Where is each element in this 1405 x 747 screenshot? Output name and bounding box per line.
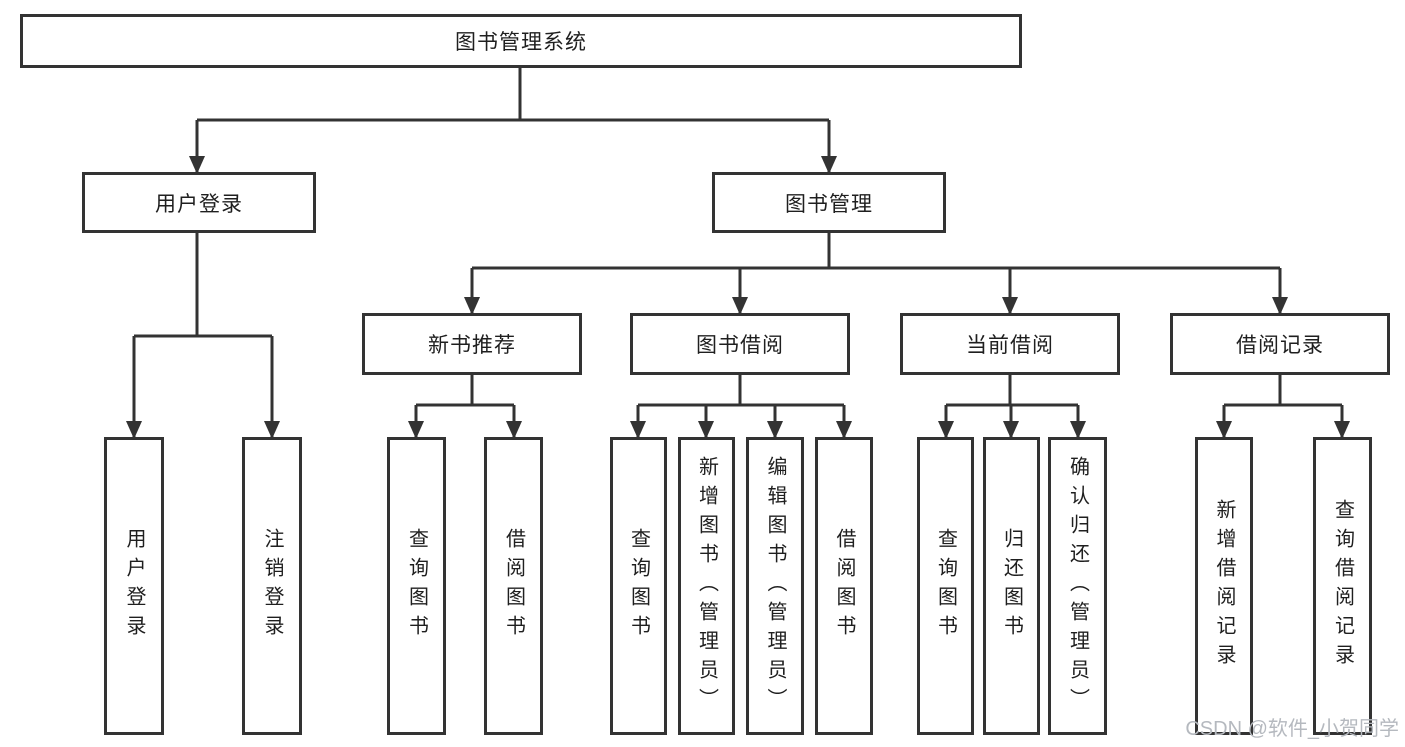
node-library-system: 图书管理系统 (20, 14, 1022, 68)
leaf-bb-borrow-book-label: 借阅图书 (833, 528, 855, 644)
leaf-cb-query-book-label: 查询图书 (934, 528, 957, 644)
leaf-cb-confirm-return: 确认归还（管理员） (1048, 437, 1107, 735)
leaf-cb-query-book: 查询图书 (917, 437, 974, 735)
node-current-borrowing: 当前借阅 (900, 313, 1120, 375)
leaf-br-query-record: 查询借阅记录 (1313, 437, 1372, 735)
leaf-bb-query-book-label: 查询图书 (627, 528, 650, 644)
leaf-bb-edit-book-label: 编辑图书（管理员） (764, 455, 786, 717)
leaf-logout: 注销登录 (242, 437, 302, 735)
leaf-bb-edit-book: 编辑图书（管理员） (746, 437, 804, 735)
csdn-watermark: CSDN @软件_小贺同学 (1185, 718, 1399, 740)
leaf-cb-return-book: 归还图书 (983, 437, 1040, 735)
leaf-logout-label: 注销登录 (261, 528, 283, 644)
leaf-br-add-record: 新增借阅记录 (1195, 437, 1253, 735)
node-new-book-recommend: 新书推荐 (362, 313, 582, 375)
connector-trunks (134, 68, 1342, 407)
node-book-borrowing: 图书借阅 (630, 313, 850, 375)
leaf-nb-query-book-label: 查询图书 (405, 528, 428, 644)
leaf-bb-borrow-book: 借阅图书 (815, 437, 873, 735)
node-book-mgmt-branch: 图书管理 (712, 172, 946, 233)
leaf-bb-add-book: 新增图书（管理员） (678, 437, 735, 735)
leaf-user-login-label: 用户登录 (123, 528, 145, 644)
leaf-bb-query-book: 查询图书 (610, 437, 667, 735)
leaf-br-add-record-label: 新增借阅记录 (1213, 499, 1235, 673)
leaf-bb-add-book-label: 新增图书（管理员） (695, 455, 718, 717)
leaf-br-query-record-label: 查询借阅记录 (1331, 499, 1354, 673)
leaf-cb-return-book-label: 归还图书 (1000, 528, 1023, 644)
leaf-nb-borrow-book: 借阅图书 (484, 437, 543, 735)
leaf-user-login: 用户登录 (104, 437, 164, 735)
node-borrow-records: 借阅记录 (1170, 313, 1390, 375)
leaf-nb-query-book: 查询图书 (387, 437, 446, 735)
leaf-nb-borrow-book-label: 借阅图书 (502, 528, 525, 644)
node-user-login-branch: 用户登录 (82, 172, 316, 233)
leaf-cb-confirm-return-label: 确认归还（管理员） (1066, 455, 1089, 717)
